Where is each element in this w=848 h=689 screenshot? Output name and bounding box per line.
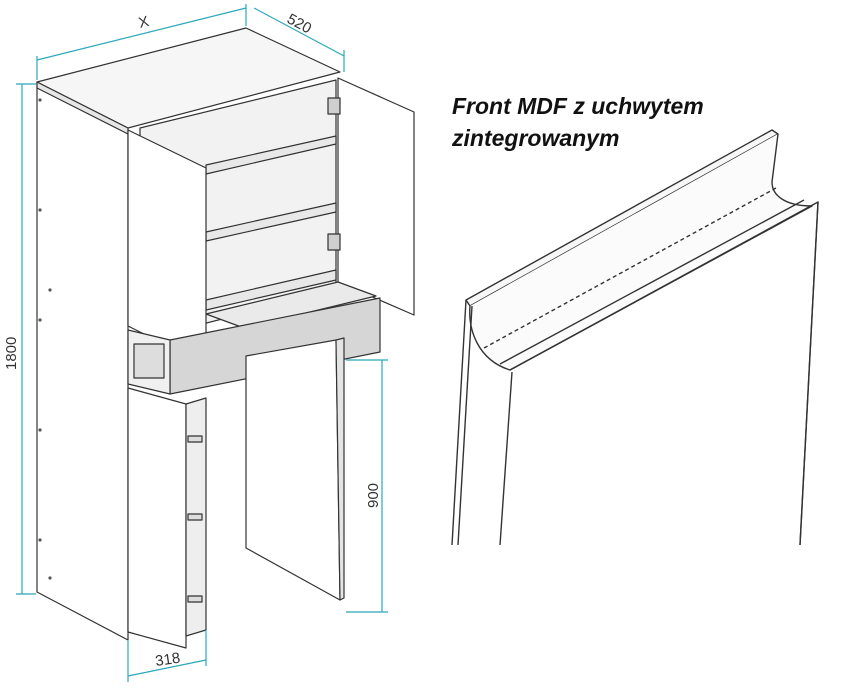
front-panel-right-edge [799,201,819,546]
right-leg-panel [245,339,341,601]
front-panel-left-inner [457,305,473,546]
integrated-handle-detail [451,129,819,546]
handle-caption: Front MDF z uchwytem zintegrowanym [452,90,832,154]
dimension-lines [16,4,388,682]
handle-groove [469,133,813,371]
lower-left-door[interactable] [127,387,187,649]
upper-left-door[interactable] [127,129,207,366]
front-panel-front-edge [499,371,513,546]
stored-items [133,343,165,379]
dimension-height-label: 1800 [3,337,20,370]
hinge-icon [327,233,341,251]
dimension-width-label: X [137,13,151,32]
handle-groove-line [499,199,805,365]
right-leg-edge [335,337,345,601]
dimension-lower-depth-label: 318 [154,650,181,670]
cabinet-isometric [36,27,415,649]
caption-line-2: zintegrowanym [452,125,620,151]
front-panel-left-edge [451,299,467,546]
caption-line-1: Front MDF z uchwytem [452,93,704,119]
cabinet-left-side-panel [36,81,129,641]
lower-shelf-pin [187,435,203,443]
dimension-depth-label: 520 [284,11,314,38]
drawer-inner [205,281,377,329]
lower-shelf-pin [187,595,203,603]
dimension-lower-height-label: 900 [365,483,382,508]
hinge-icon [327,97,341,115]
upper-right-door[interactable] [337,77,415,316]
lower-shelf-pin [187,513,203,521]
side-dowel-holes [38,98,52,580]
